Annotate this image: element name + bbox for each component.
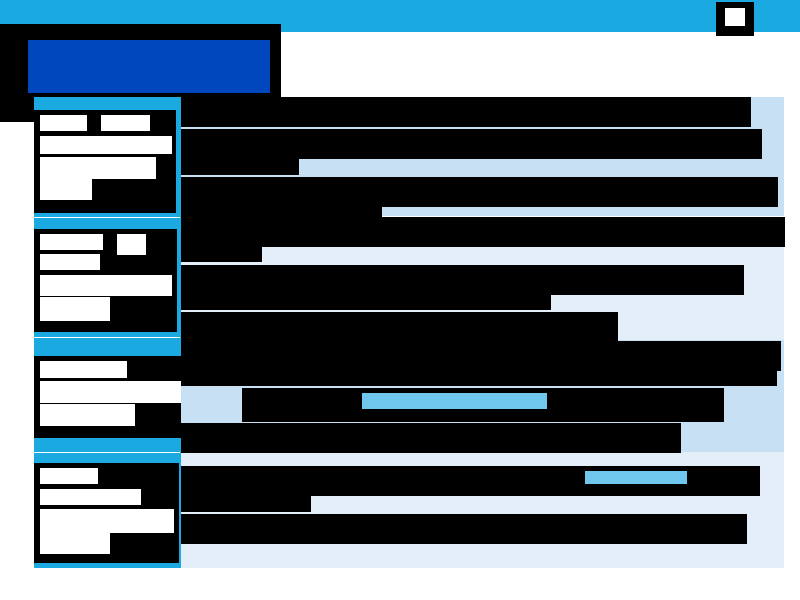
sidebar-group-2 (34, 229, 177, 332)
sidebar-link[interactable] (101, 115, 150, 131)
sidebar-divider (34, 337, 180, 338)
sidebar-divider (34, 217, 180, 218)
content-line (181, 217, 785, 247)
content-line-end (181, 206, 382, 217)
content-line-end (181, 158, 299, 175)
square-icon (725, 8, 745, 26)
sidebar-link[interactable] (40, 234, 103, 250)
content-line-end (181, 294, 551, 310)
page-title (28, 36, 44, 62)
content-line (181, 341, 781, 371)
sidebar-link[interactable] (40, 254, 100, 270)
sidebar-group-1 (34, 110, 176, 213)
content-line (181, 514, 747, 544)
content-line-end (181, 495, 311, 512)
sidebar-link[interactable] (40, 489, 141, 505)
sidebar-link[interactable] (40, 297, 110, 321)
content-line-end (181, 246, 262, 262)
logo-panel (28, 40, 270, 93)
sidebar-link[interactable] (40, 115, 87, 131)
content-line (181, 177, 778, 207)
content-line (181, 129, 762, 159)
sidebar-link[interactable] (40, 530, 110, 554)
sidebar-link[interactable] (40, 381, 181, 403)
sidebar-link[interactable] (40, 509, 174, 533)
content-line (181, 312, 618, 342)
highlighted-link-label (362, 394, 370, 410)
sidebar-link[interactable] (40, 468, 98, 484)
highlighted-link[interactable] (585, 471, 687, 484)
content-line (181, 423, 681, 453)
window-button[interactable] (716, 2, 754, 36)
content-line (181, 370, 777, 386)
sidebar-group-3 (34, 356, 182, 438)
content-line (181, 265, 744, 295)
highlighted-link[interactable] (362, 393, 547, 409)
content-line (181, 97, 751, 127)
sidebar-link[interactable] (40, 178, 92, 200)
sidebar-link[interactable] (40, 157, 156, 179)
sidebar-link[interactable] (40, 136, 172, 154)
sidebar-link[interactable] (40, 361, 127, 378)
sidebar-divider (34, 452, 180, 453)
sidebar-link[interactable] (40, 275, 172, 296)
sidebar-link[interactable] (40, 404, 135, 426)
sidebar-group-4 (34, 463, 179, 563)
sidebar-link[interactable] (117, 234, 146, 255)
